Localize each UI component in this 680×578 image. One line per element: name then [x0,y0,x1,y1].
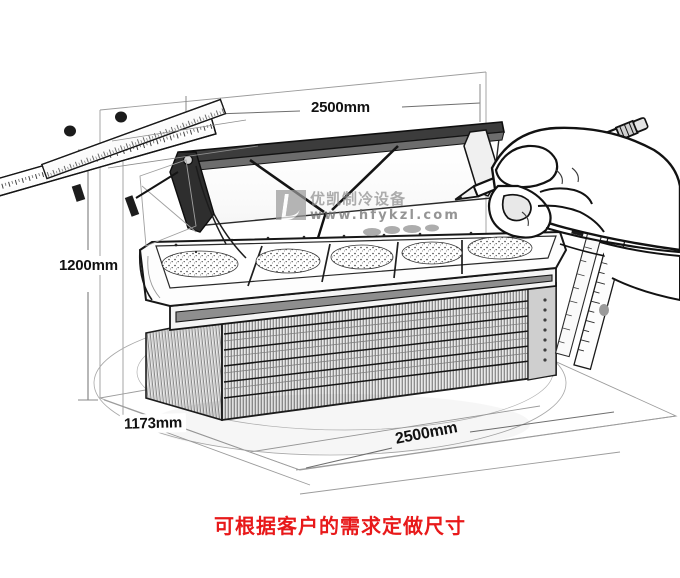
dimension-label-width-top: 2500mm [306,98,375,117]
hand-with-pencil [454,117,680,302]
ruler-top-left [0,98,259,217]
case-glass-canopy [169,121,505,259]
left-glass-panel [139,159,197,247]
floor-shadow [150,394,530,454]
food-display-trays [161,224,533,287]
case-base-cabinet [145,282,557,422]
dimension-label-depth-front: 1173mm [119,413,187,434]
display-case-body [138,121,568,422]
custom-size-caption: 可根据客户的需求定做尺寸 [214,514,466,538]
dimension-label-height-left: 1200mm [55,256,122,275]
